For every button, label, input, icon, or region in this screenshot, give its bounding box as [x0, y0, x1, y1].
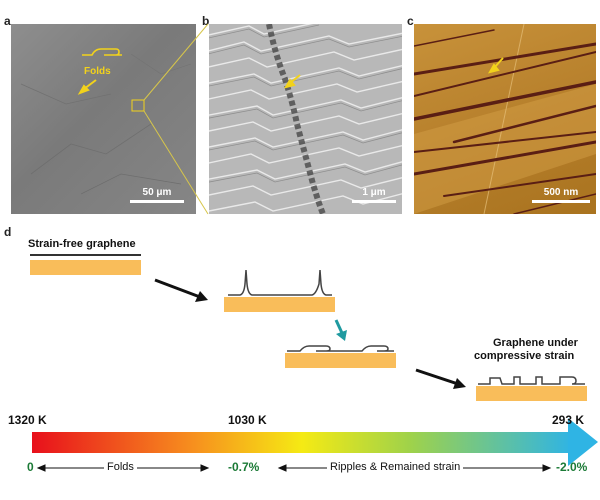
scalebar-b: 1 μm [352, 187, 396, 203]
sem-image-zoom [209, 24, 402, 214]
stage-compressed [476, 376, 587, 401]
scalebar-c-line [532, 200, 590, 203]
scalebar-a-label: 50 μm [142, 187, 172, 198]
strain-value-0: 0 [27, 460, 34, 474]
scalebar-a: 50 μm [130, 187, 184, 203]
panel-letter-b: b [202, 14, 210, 28]
compressive-label-line2: compressive strain [474, 350, 575, 362]
afm-texture [414, 24, 596, 214]
stage-folds [224, 269, 335, 312]
strain-value-2-0: -2.0% [556, 460, 588, 474]
panel-letter-a: a [4, 14, 11, 28]
stage-folded [285, 345, 396, 368]
strain-value-0-7: -0.7% [228, 460, 260, 474]
scalebar-b-label: 1 μm [362, 187, 386, 198]
strain-free-label: Strain-free graphene [28, 238, 136, 250]
compressive-label-line1: Graphene under [493, 337, 578, 349]
temperature-gradient-arrow [32, 418, 598, 466]
step-texture [209, 24, 402, 214]
temp-label-293: 293 K [552, 413, 585, 427]
temp-label-1320: 1320 K [8, 413, 47, 427]
scalebar-b-line [352, 200, 396, 203]
panel-letter-d: d [4, 225, 12, 239]
arrow-icon-stage-3 [415, 368, 466, 389]
afm-image [414, 24, 596, 214]
arrow-icon-stage-1 [154, 278, 208, 302]
stage-strain-free [30, 254, 141, 275]
panel-letter-c: c [407, 14, 414, 28]
range-label-ripples: Ripples & Remained strain [327, 461, 464, 473]
arrow-icon-teal [334, 319, 347, 341]
scalebar-c-label: 500 nm [543, 187, 579, 198]
range-label-folds: Folds [104, 461, 137, 473]
temp-label-1030: 1030 K [228, 413, 267, 427]
scalebar-c: 500 nm [532, 187, 590, 203]
folds-annotation: Folds [84, 66, 111, 77]
scalebar-a-line [130, 200, 184, 203]
dark-ridge [266, 24, 326, 214]
